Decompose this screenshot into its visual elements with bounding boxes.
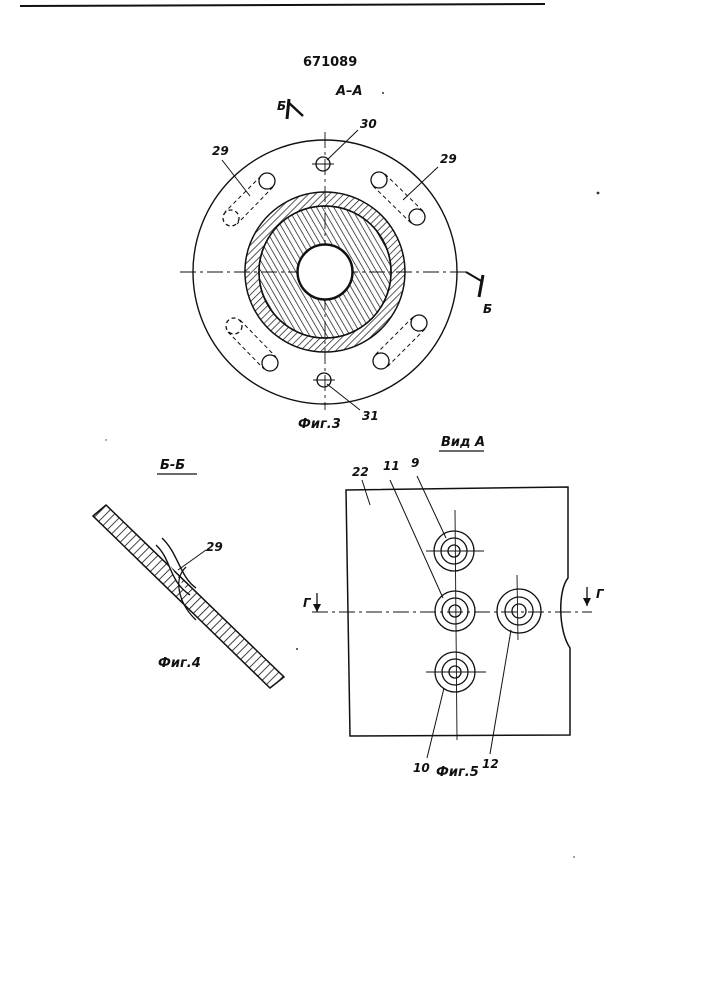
section-marker-b-top: Б — [277, 99, 286, 113]
leader-22 — [362, 480, 370, 505]
figure-5-caption: Фиг.5 — [436, 765, 479, 780]
callout-29-fig4: 29 — [206, 540, 223, 554]
top-border-line — [20, 4, 545, 6]
fitting-11 — [435, 591, 475, 631]
callout-29-left: 29 — [212, 144, 229, 158]
figure-3: А–А Б Б — [180, 84, 492, 432]
figure-4-caption: Фиг.4 — [158, 656, 201, 671]
figure-3-caption: Фиг.3 — [298, 417, 341, 432]
view-a-label: Вид А — [441, 435, 485, 450]
g-arrowhead-left — [313, 604, 321, 612]
leader-10 — [427, 688, 444, 758]
callout-11: 11 — [383, 459, 400, 473]
callout-22: 22 — [352, 465, 369, 479]
patent-number: 671089 — [303, 55, 357, 70]
cut-arrow-top-tick — [288, 102, 303, 116]
figure-4: Б-Б 29 Фиг.4 — [93, 458, 284, 688]
view-bb-label: Б-Б — [160, 458, 185, 473]
cut-arrow-right — [466, 272, 483, 282]
leader-29-fig4 — [178, 550, 206, 570]
callout-30: 30 — [360, 117, 377, 131]
section-marker-g-right: Г — [596, 587, 605, 601]
plate-outline — [346, 487, 570, 736]
fitting-12 — [497, 575, 541, 640]
callout-12: 12 — [482, 757, 499, 771]
section-marker-b-right: Б — [483, 302, 492, 316]
section-marker-g-left: Г — [303, 596, 312, 610]
callout-29-right: 29 — [440, 152, 457, 166]
section-aa-label: А–А — [335, 84, 363, 99]
leader-30 — [327, 130, 358, 160]
callout-9: 9 — [411, 456, 419, 470]
leader-11 — [390, 480, 443, 598]
leader-29-left — [222, 160, 250, 196]
leader-9 — [417, 476, 446, 538]
figure-5: Вид А Г Г — [303, 435, 605, 780]
cut-arrow-right-tick — [479, 275, 483, 297]
callout-31: 31 — [362, 409, 379, 423]
leader-31 — [327, 384, 360, 410]
callout-10: 10 — [413, 761, 430, 775]
central-bore — [298, 245, 352, 299]
g-arrowhead-right — [583, 598, 591, 606]
